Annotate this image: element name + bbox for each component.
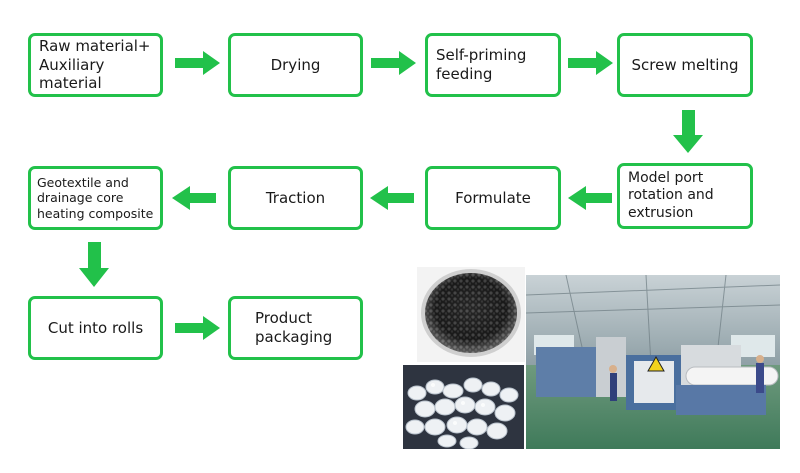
step-label: Drying xyxy=(270,55,321,74)
step-formulate: Formulate xyxy=(425,166,561,230)
step-geotextile-composite: Geotextile and drainage core heating com… xyxy=(28,166,163,230)
step-product-packaging: Product packaging xyxy=(228,296,363,360)
step-extrusion: Model port rotation and extrusion xyxy=(617,163,753,229)
arrow-right-icon xyxy=(568,51,613,75)
step-label: Raw material+ Auxiliary material xyxy=(39,36,151,93)
step-cut-into-rolls: Cut into rolls xyxy=(28,296,163,360)
step-label: Product packaging xyxy=(255,309,333,346)
step-self-priming-feeding: Self-priming feeding xyxy=(425,33,561,97)
arrow-down-icon xyxy=(79,242,109,287)
arrow-left-icon xyxy=(172,186,216,210)
step-raw-material: Raw material+ Auxiliary material xyxy=(28,33,163,97)
arrow-left-icon xyxy=(370,186,414,210)
step-label: Formulate xyxy=(455,188,531,207)
white-pellets-photo xyxy=(403,365,524,449)
black-pellets-photo xyxy=(417,267,525,362)
arrow-right-icon xyxy=(175,316,220,340)
step-label: Model port rotation and extrusion xyxy=(628,169,714,221)
arrow-left-icon xyxy=(568,186,612,210)
arrow-down-icon xyxy=(673,110,703,153)
arrow-right-icon xyxy=(371,51,416,75)
step-label: Geotextile and drainage core heating com… xyxy=(37,174,154,221)
step-label: Screw melting xyxy=(631,55,739,74)
step-label: Cut into rolls xyxy=(47,318,144,337)
arrow-right-icon xyxy=(175,51,220,75)
step-drying: Drying xyxy=(228,33,363,97)
step-traction: Traction xyxy=(228,166,363,230)
factory-photo xyxy=(526,275,780,449)
step-label: Traction xyxy=(265,188,326,207)
step-screw-melting: Screw melting xyxy=(617,33,753,97)
step-label: Self-priming feeding xyxy=(436,46,527,83)
